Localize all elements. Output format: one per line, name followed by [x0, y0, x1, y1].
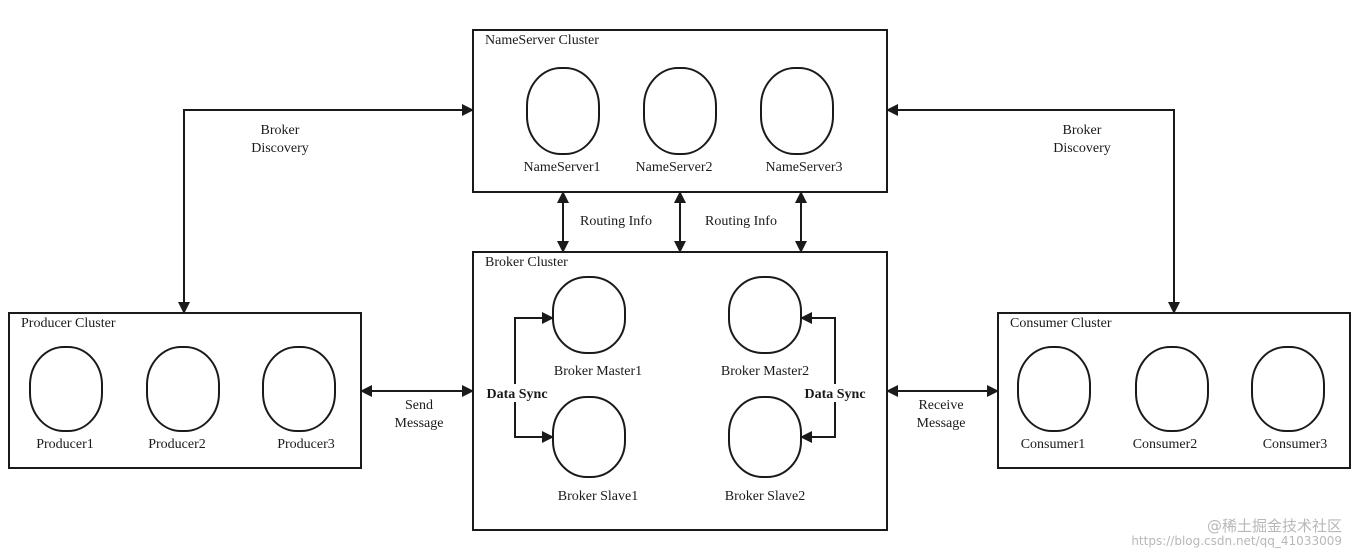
producer2-label: Producer2 — [148, 437, 206, 452]
broker-master2-node — [728, 276, 802, 354]
broker-discovery-right-line2: Discovery — [1053, 141, 1111, 156]
consumer2-label: Consumer2 — [1133, 437, 1198, 452]
watermark-brand: @稀土掘金技术社区 — [1207, 517, 1342, 535]
producer1-node — [29, 346, 103, 432]
producer3-label: Producer3 — [277, 437, 335, 452]
nameserver3-node — [760, 67, 834, 155]
receive-message-line2: Message — [917, 416, 966, 431]
routing-info-right-label: Routing Info — [705, 214, 777, 229]
consumer-cluster: Consumer Cluster Consumer1 Consumer2 Con… — [997, 312, 1351, 469]
data-sync-right-label: Data Sync — [804, 387, 865, 402]
consumer3-node — [1251, 346, 1325, 432]
broker-slave2-node — [728, 396, 802, 478]
nameserver2-node — [643, 67, 717, 155]
broker-master1-node — [552, 276, 626, 354]
watermark-url: https://blog.csdn.net/qq_41033009 — [1131, 534, 1342, 548]
broker-cluster-title: Broker Cluster — [485, 255, 568, 270]
routing-info-left-label: Routing Info — [580, 214, 652, 229]
consumer1-node — [1017, 346, 1091, 432]
producer2-node — [146, 346, 220, 432]
broker-master1-label: Broker Master1 — [554, 364, 642, 379]
receive-message-line1: Receive — [918, 398, 963, 413]
broker-discovery-left-line2: Discovery — [251, 141, 309, 156]
producer-cluster: Producer Cluster Producer1 Producer2 Pro… — [8, 312, 362, 469]
consumer-broker-discovery-arrow — [886, 104, 1180, 314]
data-sync-left-arrow — [514, 312, 554, 443]
producer-broker-discovery-arrow — [178, 104, 474, 314]
broker-slave1-label: Broker Slave1 — [558, 489, 638, 504]
consumer3-label: Consumer3 — [1263, 437, 1328, 452]
nameserver1-label: NameServer1 — [524, 160, 601, 175]
broker-slave2-label: Broker Slave2 — [725, 489, 805, 504]
producer3-node — [262, 346, 336, 432]
nameserver3-label: NameServer3 — [766, 160, 843, 175]
broker-master2-label: Broker Master2 — [721, 364, 809, 379]
consumer2-node — [1135, 346, 1209, 432]
data-sync-right-arrow — [800, 312, 836, 443]
nameserver2-label: NameServer2 — [636, 160, 713, 175]
broker-discovery-right-line1: Broker — [1063, 123, 1102, 138]
data-sync-left-bg — [480, 384, 554, 402]
producer-cluster-title: Producer Cluster — [21, 316, 116, 331]
producer1-label: Producer1 — [36, 437, 94, 452]
data-sync-right-bg — [798, 384, 872, 402]
send-message-line2: Message — [395, 416, 444, 431]
broker-discovery-left-line1: Broker — [261, 123, 300, 138]
nameserver1-node — [526, 67, 600, 155]
broker-slave1-node — [552, 396, 626, 478]
data-sync-left-label: Data Sync — [486, 387, 547, 402]
nameserver-cluster-title: NameServer Cluster — [485, 33, 599, 48]
broker-cluster: Broker Cluster Broker Master1 Broker Mas… — [472, 251, 888, 531]
send-message-line1: Send — [405, 398, 433, 413]
nameserver-cluster: NameServer Cluster NameServer1 NameServe… — [472, 29, 888, 193]
consumer1-label: Consumer1 — [1021, 437, 1086, 452]
consumer-cluster-title: Consumer Cluster — [1010, 316, 1112, 331]
